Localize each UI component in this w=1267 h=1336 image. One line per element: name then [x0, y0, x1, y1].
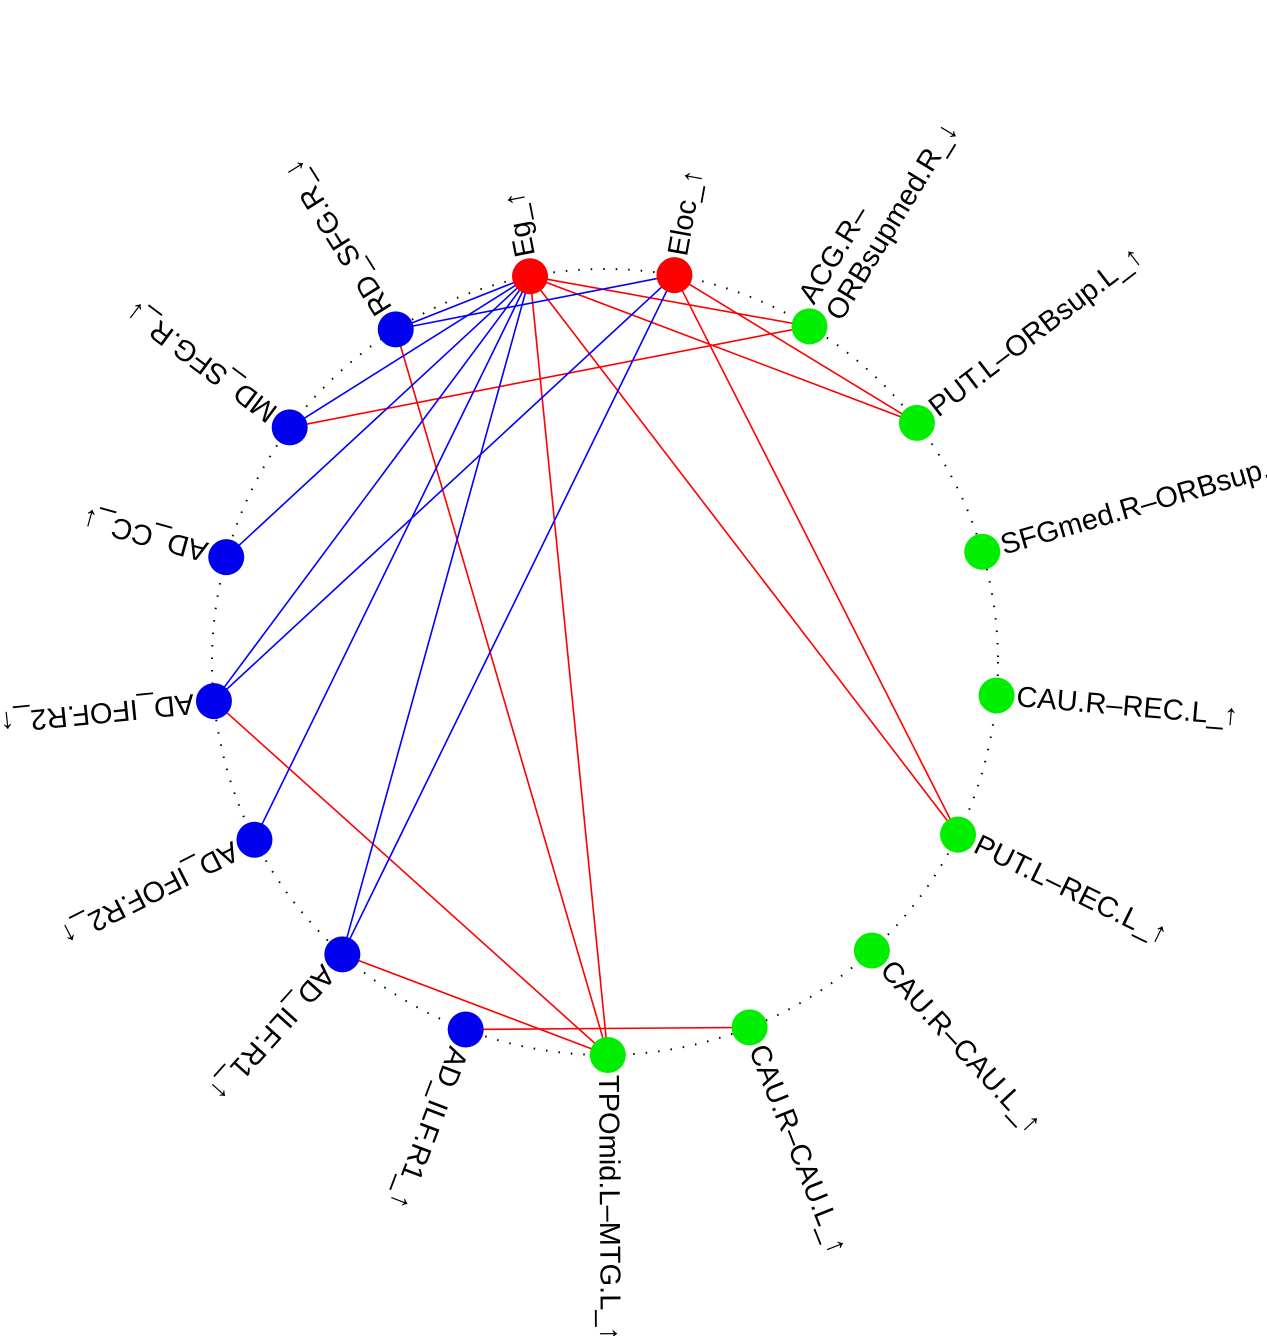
node-putrec [940, 816, 977, 853]
edge-eg-mdsfg [289, 275, 531, 429]
node-ifof2a [195, 683, 232, 720]
edge-eg-cc [225, 275, 531, 558]
node-caurec [978, 677, 1015, 714]
node-mdsfg [271, 409, 308, 446]
node-tpo [589, 1036, 626, 1073]
node-label: MD_SFG.R_↓ [119, 295, 283, 428]
node-eg [512, 258, 549, 295]
edge-eg-tpo [529, 276, 609, 1056]
node-label-group-ilf1a: AD_ILF.R1_↑ [203, 959, 341, 1107]
edge-eg-ifof2b [253, 275, 531, 841]
node-label-group-rdsfg: RD_SFG.R_↓ [277, 154, 398, 321]
node-label: SFGmed.R–ORBsup.R_↑ [997, 438, 1267, 561]
node-label-group-ifof2b: AD_IFOF.R2_↑ [55, 834, 243, 951]
node-label-group-acg: ACG.R–ORBsupmed.R_↓ [793, 117, 965, 326]
node-label-group-sfgmed: SFGmed.R–ORBsup.R_↑ [997, 438, 1267, 561]
node-label: Eg_↑ [498, 189, 542, 260]
node-label-group-putrec: PUT.L–REC.L_↑ [969, 829, 1173, 951]
node-label: CAU.R–CAU.L_↑ [874, 954, 1049, 1139]
edge-eloc-ilf1a [341, 274, 676, 955]
edge-mdsfg-acg [289, 325, 810, 429]
node-ilf1a [324, 936, 361, 973]
node-label-group-eloc: Eloc_↑ [662, 167, 709, 258]
edge-eg-rdsfg [395, 275, 531, 331]
node-label-group-caucau2: CAU.R–CAU.L_↑ [742, 1040, 854, 1259]
edge-eg-acg [529, 275, 810, 328]
node-label: AD_ILF.R1_↑ [383, 1043, 473, 1214]
node-label-group-eg: Eg_↑ [498, 189, 542, 260]
node-acg [791, 308, 828, 345]
edge-eloc-rdsfg [395, 274, 675, 331]
edge-eg-putorb [529, 275, 918, 424]
node-label: CAU.R–CAU.L_↑ [742, 1040, 854, 1259]
edge-ilf1b-caucau2 [465, 1026, 750, 1031]
edge-eg-ifof2a [213, 275, 531, 702]
node-label: Eloc_↑ [662, 167, 709, 258]
node-eloc [656, 257, 693, 294]
edge-ilf1a-tpo [342, 953, 609, 1056]
edge-eloc-putorb [674, 274, 918, 424]
node-label-group-tpo: TPOmid.L–MTG.L_↑ [592, 1075, 626, 1336]
edge-ifof2a-tpo [213, 700, 609, 1056]
node-label: PUT.L–ORBsup.L_↑ [923, 240, 1148, 423]
node-label: CAU.R–REC.L_↑ [1015, 681, 1239, 732]
node-label-group-caucau1: CAU.R–CAU.L_↑ [874, 954, 1049, 1139]
node-ifof2b [236, 821, 273, 858]
edges-layer [213, 274, 959, 1056]
nodes-layer [195, 257, 1015, 1073]
node-label: AD_ILF.R1_↑ [203, 959, 341, 1107]
node-sfgmed [964, 533, 1001, 570]
node-label: AD_IFOF.R2_↑ [55, 834, 243, 951]
node-label: RD_SFG.R_↓ [277, 154, 398, 321]
edge-eg-putrec [529, 275, 959, 836]
node-label-group-cc: AD_CC_↓ [78, 502, 211, 567]
edge-eg-ilf1a [341, 276, 531, 955]
node-label: AD_CC_↓ [78, 502, 211, 567]
node-label-group-ifof2a: AD_IFOF.R2_↑ [0, 687, 196, 738]
edge-eloc-ifof2a [213, 274, 675, 702]
edge-eloc-putrec [673, 274, 959, 836]
node-label: PUT.L–REC.L_↑ [969, 829, 1173, 951]
node-cc [208, 539, 245, 576]
node-rdsfg [377, 311, 414, 348]
node-label-group-mdsfg: MD_SFG.R_↓ [119, 295, 283, 428]
node-label: TPOmid.L–MTG.L_↑ [592, 1075, 626, 1336]
node-putorb [898, 404, 935, 441]
circle-guide [211, 268, 999, 1056]
node-label: AD_IFOF.R2_↑ [0, 687, 196, 738]
edge-rdsfg-tpo [394, 329, 609, 1056]
node-label-group-caurec: CAU.R–REC.L_↑ [1015, 681, 1239, 732]
labels-layer: Eg_↑ Eloc_↑ ACG.R–ORBsupmed.R_↓PUT.L–ORBsu… [0, 117, 1267, 1336]
node-caucau1 [853, 932, 890, 969]
node-ilf1b [447, 1011, 484, 1048]
node-label-group-ilf1b: AD_ILF.R1_↑ [383, 1043, 473, 1214]
node-caucau2 [731, 1009, 768, 1046]
node-label-group-putorb: PUT.L–ORBsup.L_↑ [923, 240, 1148, 423]
